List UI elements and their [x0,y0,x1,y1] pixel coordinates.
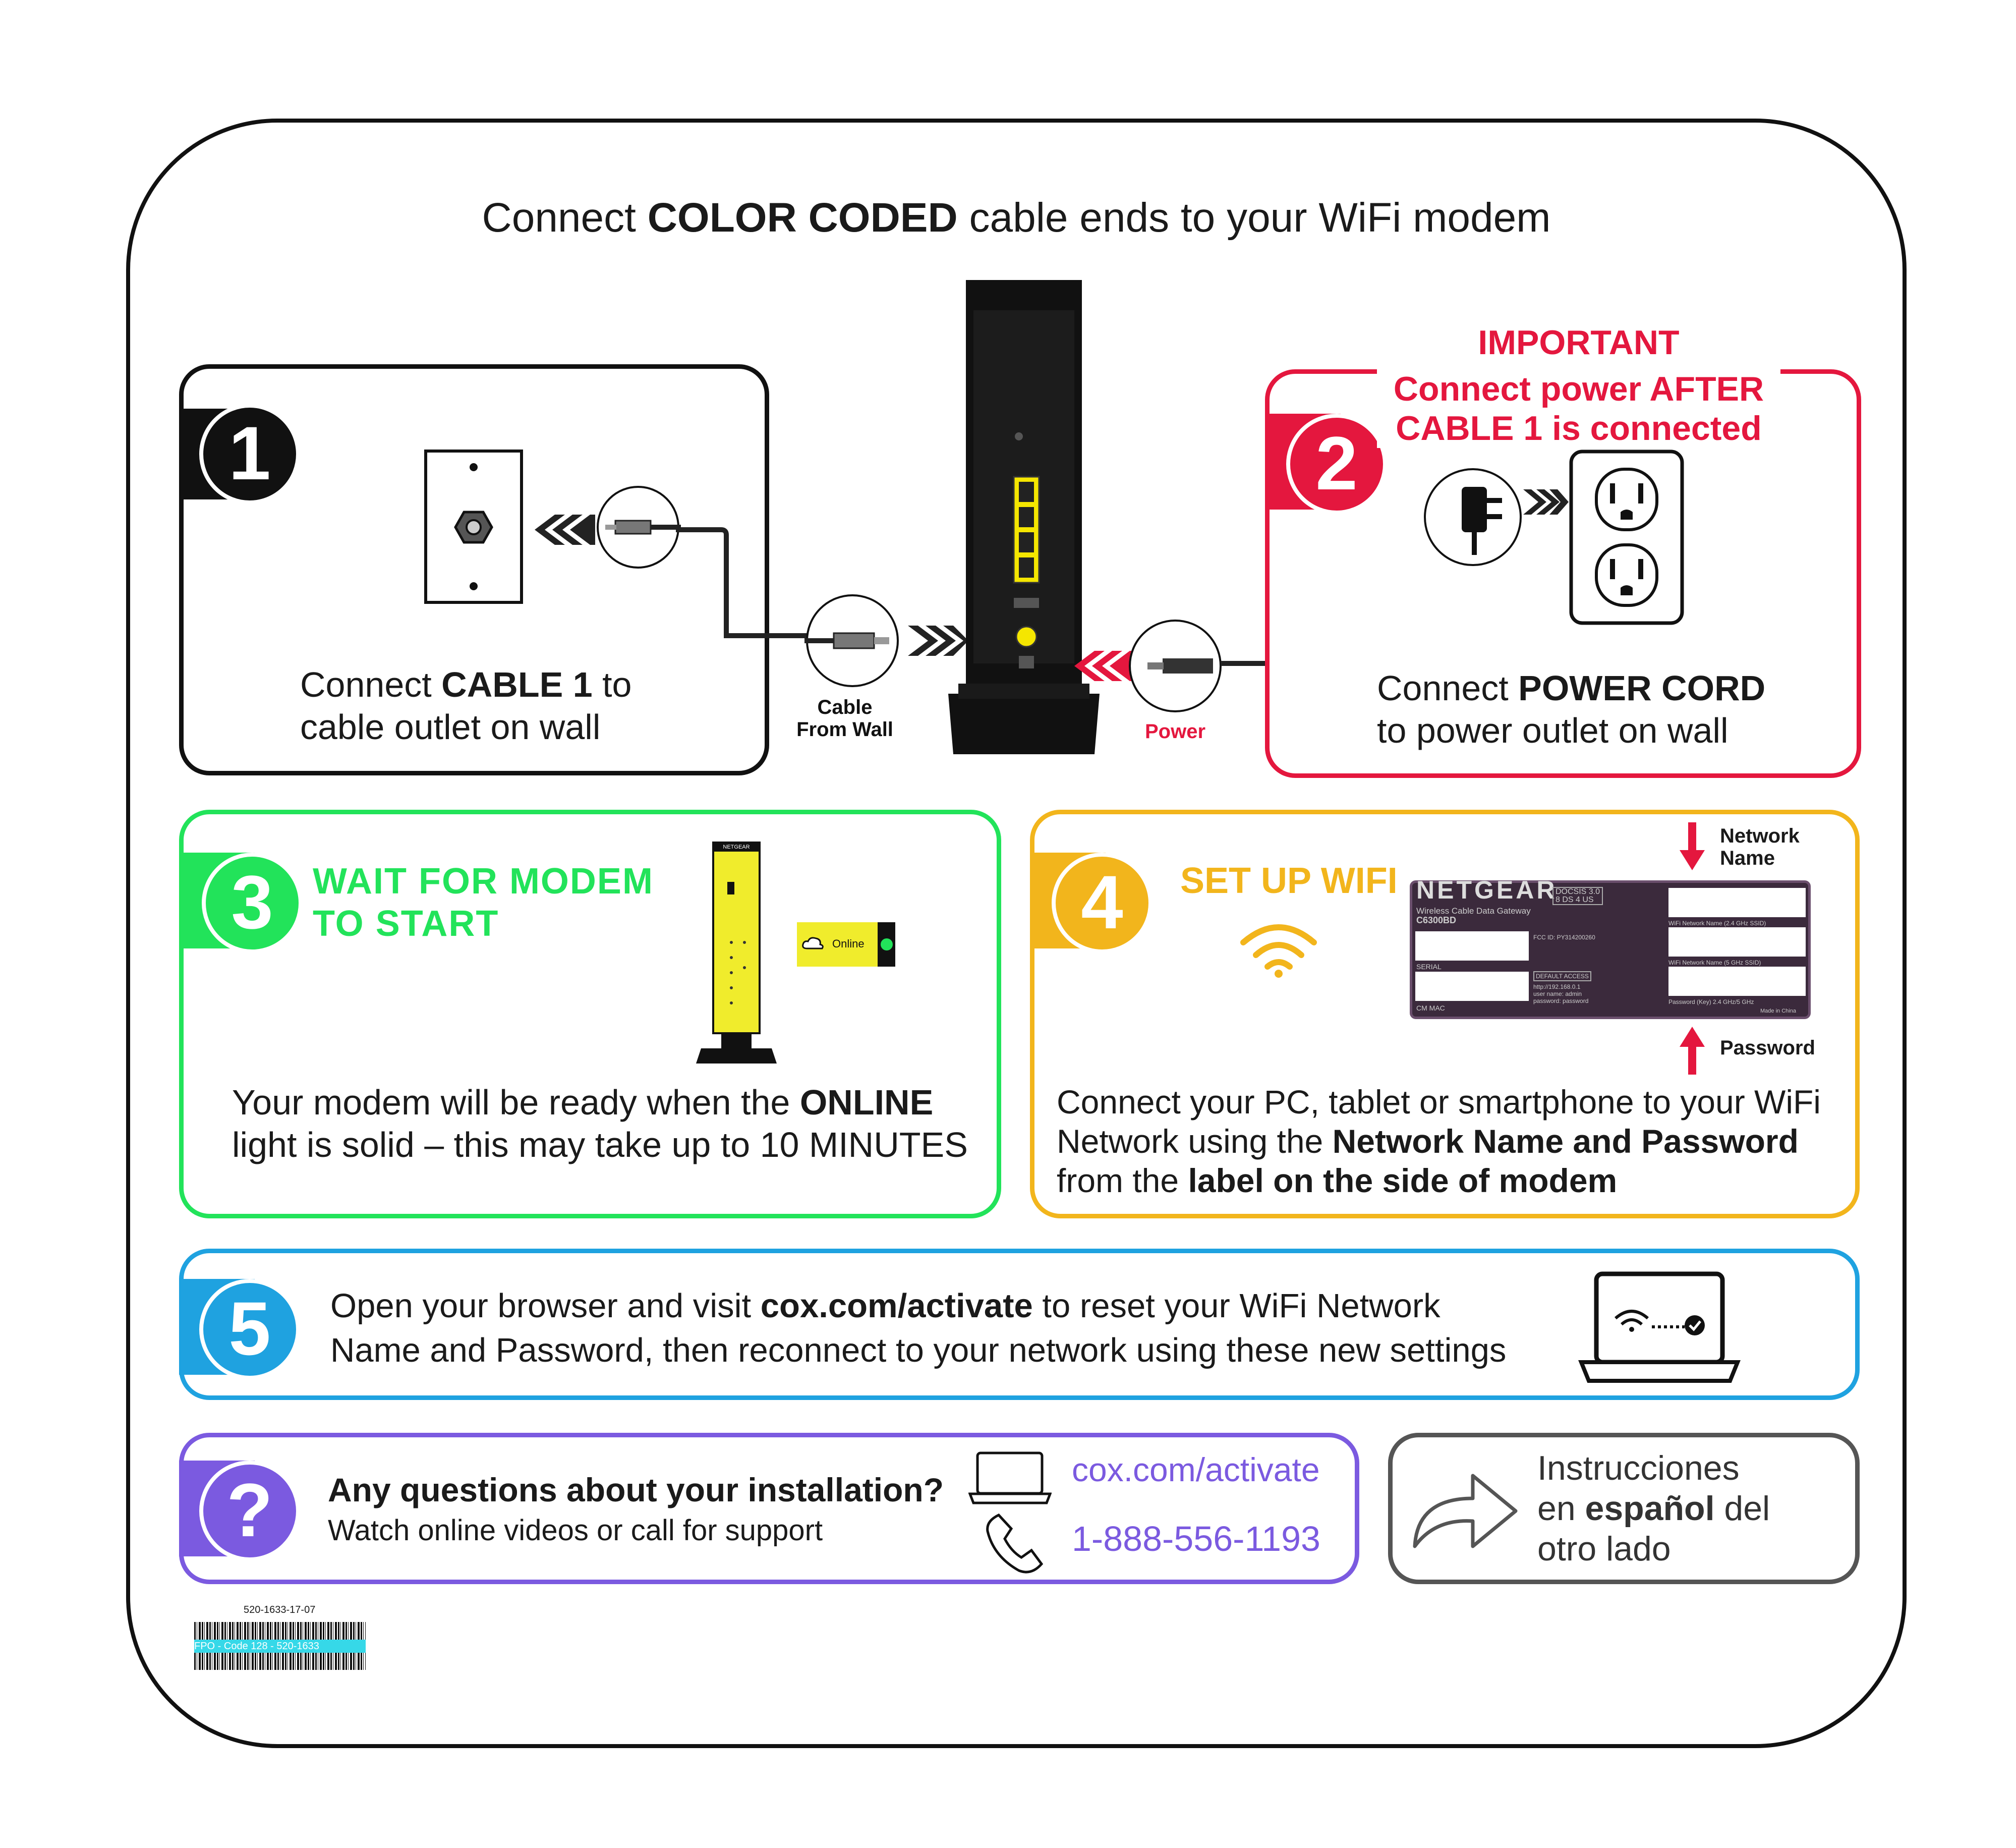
spanish-panel [1388,1433,1860,1584]
cloud-icon [802,937,824,949]
page-title: Connect COLOR CODED cable ends to your W… [482,195,1551,241]
label-ssid5-box [1668,927,1806,957]
online-label: Online [832,937,865,950]
label-blank-box [1415,972,1529,1001]
label-key-box [1668,967,1806,996]
step1-panel [179,364,769,775]
chevron-right-arrows-icon [1523,489,1569,515]
label-brand: NETGEAR [1416,876,1558,904]
cable-line [676,527,817,638]
modem-front-icon: NETGEAR [696,842,777,1063]
help-question-icon: ? [199,1461,300,1561]
label-ssid24-box [1668,888,1806,917]
power-label: Power [1144,720,1206,743]
step3-number: 3 [202,853,303,954]
power-plug-icon [1129,620,1222,712]
online-light-badge: Online [797,922,895,967]
share-arrow-icon [1413,1474,1518,1548]
laptop-icon [968,1451,1052,1504]
label-serial: SERIAL [1416,963,1442,971]
help-heading: Any questions about your installation? [328,1471,944,1508]
wifi-icon [1240,924,1317,978]
step4-heading: SET UP WIFI [1180,861,1398,901]
power-adapter-icon [1424,468,1522,566]
label-url: http://192.168.0.1 [1533,983,1581,990]
help-panel [179,1433,1359,1584]
power-outlet-icon [1569,450,1684,625]
label-made: Made in China [1760,1008,1796,1014]
step4-instructions: Connect your PC, tablet or smartphone to… [1057,1083,1821,1199]
arrow-down-icon [1680,822,1705,870]
label-user: user name: admin [1533,990,1582,997]
label-product: Wireless Cable Data Gateway [1416,906,1531,916]
online-light [878,922,895,967]
laptop-connected-icon [1578,1271,1741,1383]
label-blank-box [1415,931,1529,961]
help-link[interactable]: cox.com/activate [1072,1451,1320,1488]
important-heading: IMPORTANT [1478,323,1680,362]
step1-number: 1 [199,404,300,505]
password-callout: Password [1720,1037,1815,1059]
label-pass: password: password [1533,997,1589,1004]
phone-icon [986,1513,1044,1574]
label-ssid24: WiFi Network Name (2.4 GHz SSID) [1668,920,1766,927]
label-fcc: FCC ID: PY314200260 [1533,934,1595,941]
modem-icon [948,280,1100,754]
step5-number: 5 [199,1279,300,1380]
chevron-right-arrows-icon [908,626,968,656]
step5-panel [179,1249,1860,1400]
modem-brand-text: NETGEAR [723,844,750,850]
label-default-access: DEFAULT ACCESS [1533,971,1591,981]
arrow-up-icon [1680,1027,1705,1075]
step4-number: 4 [1052,853,1153,954]
chevron-left-arrows-red-icon [1074,651,1135,681]
page-frame [126,119,1907,1748]
barcode-code: 520-1633-17-07 [244,1604,316,1615]
cable-connector-icon [804,594,899,687]
wall-outlet-icon [424,450,523,604]
step3-instructions: Your modem will be ready when the ONLINE… [232,1083,968,1164]
step5-instructions: Open your browser and visit cox.com/acti… [330,1287,1507,1369]
step3-panel [179,810,1001,1218]
cable-connector-icon [597,486,681,569]
help-subtext: Watch online videos or call for support [328,1514,823,1547]
help-phone[interactable]: 1-888-556-1193 [1072,1519,1320,1558]
label-model: C6300BD [1416,915,1457,925]
label-cm-mac: CM MAC [1416,1004,1445,1012]
label-ssid5: WiFi Network Name (5 GHz SSID) [1668,959,1761,966]
step2-number: 2 [1286,414,1387,515]
chevron-left-arrows-icon [535,515,595,545]
barcode-fpo: FPO - Code 128 - 520-1633 [194,1640,366,1653]
label-key: Password (Key) 2.4 GHz/5 GHz [1668,998,1754,1005]
